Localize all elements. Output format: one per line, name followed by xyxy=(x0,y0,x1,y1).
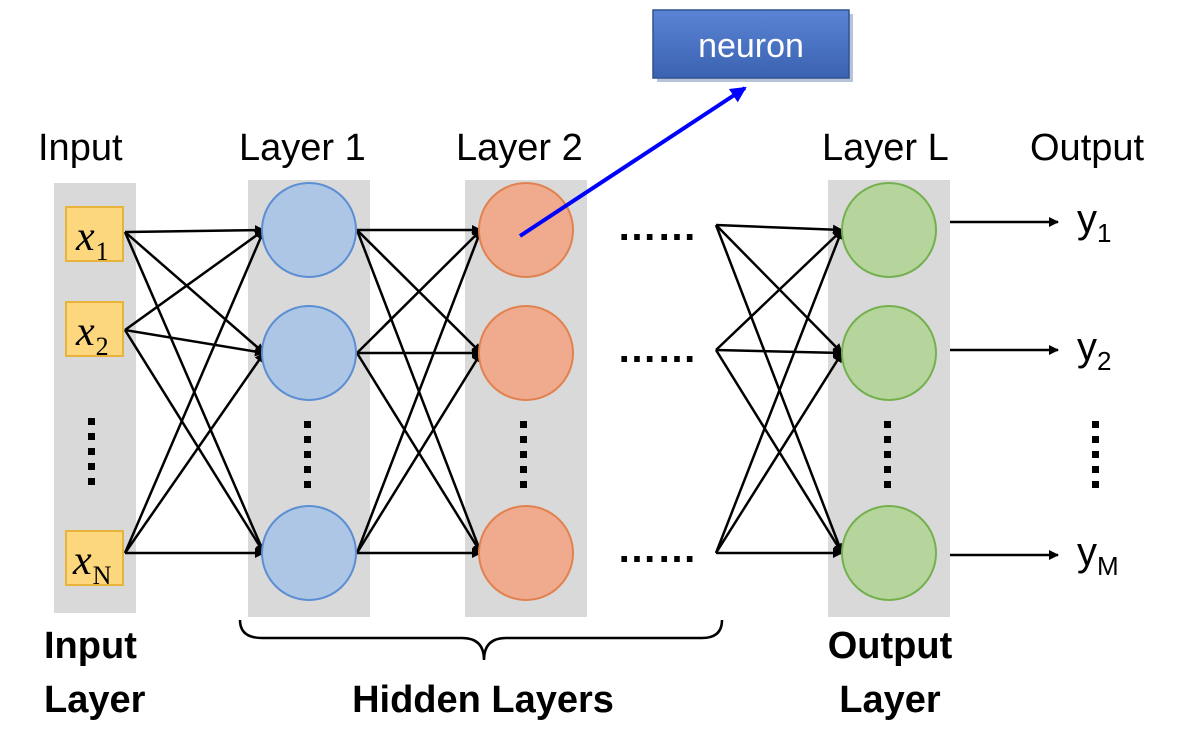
layerL-neuron-2 xyxy=(841,305,937,401)
neuron-callout-label: neuron xyxy=(698,27,804,65)
label-hidden-layers: Hidden Layers xyxy=(352,679,614,721)
layer1-neuron-2 xyxy=(261,305,357,401)
svg-text:x2: x2 xyxy=(75,309,109,361)
connection-lines xyxy=(123,223,844,558)
layer1-neuron-1 xyxy=(261,182,357,278)
edge-input-layer1-1-2 xyxy=(124,231,265,354)
layer1-vertical-ellipsis xyxy=(304,421,311,488)
label-input-layer-line2: Layer xyxy=(44,679,146,721)
edge-input-layer1-2-2 xyxy=(124,328,265,357)
output-vertical-ellipsis xyxy=(1092,421,1099,488)
edge-input-layer1-2-3 xyxy=(123,329,266,554)
label-layer-1: Layer 1 xyxy=(239,127,366,169)
edge-hidden-layerL-2-1 xyxy=(715,229,843,351)
label-layer-2: Layer 2 xyxy=(456,127,583,169)
svg-text:x1: x1 xyxy=(75,214,109,266)
label-output: Output xyxy=(1030,127,1145,169)
input-vertical-ellipsis xyxy=(88,418,95,485)
label-output-layer-line1: Output xyxy=(828,625,953,667)
edge-hidden-layerL-3-2 xyxy=(714,352,844,554)
ellipsis-row-1: …… xyxy=(617,205,697,249)
layer2-vertical-ellipsis xyxy=(520,421,527,488)
hidden-layers-brace xyxy=(238,619,724,661)
edge-layer1-layer2-3-1 xyxy=(355,229,483,554)
output-y1: y1 xyxy=(1077,197,1111,248)
output-yM: yM xyxy=(1077,530,1119,581)
neuron-callout: neuron xyxy=(652,9,853,82)
edge-input-layer1-3-1 xyxy=(123,229,266,554)
label-input: Input xyxy=(38,127,123,169)
edge-hidden-layerL-1-1 xyxy=(715,223,843,235)
label-input-layer-line1: Input xyxy=(44,625,137,667)
edge-input-layer1-1-1 xyxy=(124,225,265,236)
ellipsis-row-2: …… xyxy=(617,327,697,371)
input-node-x2: x2 xyxy=(65,301,124,361)
layerL-neuron-1 xyxy=(841,182,937,278)
layer1-neuron-n xyxy=(261,505,357,601)
edge-input-layer1-2-1 xyxy=(124,228,265,332)
edge-layer1-layer2-3-2 xyxy=(355,352,483,554)
input-node-xN: xN xyxy=(65,530,124,590)
layerL-neuron-n xyxy=(841,505,937,601)
edge-input-layer1-3-2 xyxy=(123,352,266,554)
label-output-layer-line2: Layer xyxy=(839,679,941,721)
edge-hidden-layerL-2-2 xyxy=(715,347,843,358)
input-node-x1: x1 xyxy=(65,206,124,266)
ellipsis-row-n: …… xyxy=(617,527,697,571)
layer2-neuron-2 xyxy=(478,305,574,401)
edge-hidden-layerL-3-1 xyxy=(714,229,844,554)
neuron-callout-arrow xyxy=(518,86,747,238)
svg-text:xN: xN xyxy=(72,538,112,590)
layer2-neuron-n xyxy=(478,505,574,601)
edge-layer1-layer2-2-1 xyxy=(356,229,482,354)
label-layer-L: Layer L xyxy=(822,127,949,169)
output-y2: y2 xyxy=(1077,325,1111,376)
layerL-vertical-ellipsis xyxy=(884,421,891,488)
